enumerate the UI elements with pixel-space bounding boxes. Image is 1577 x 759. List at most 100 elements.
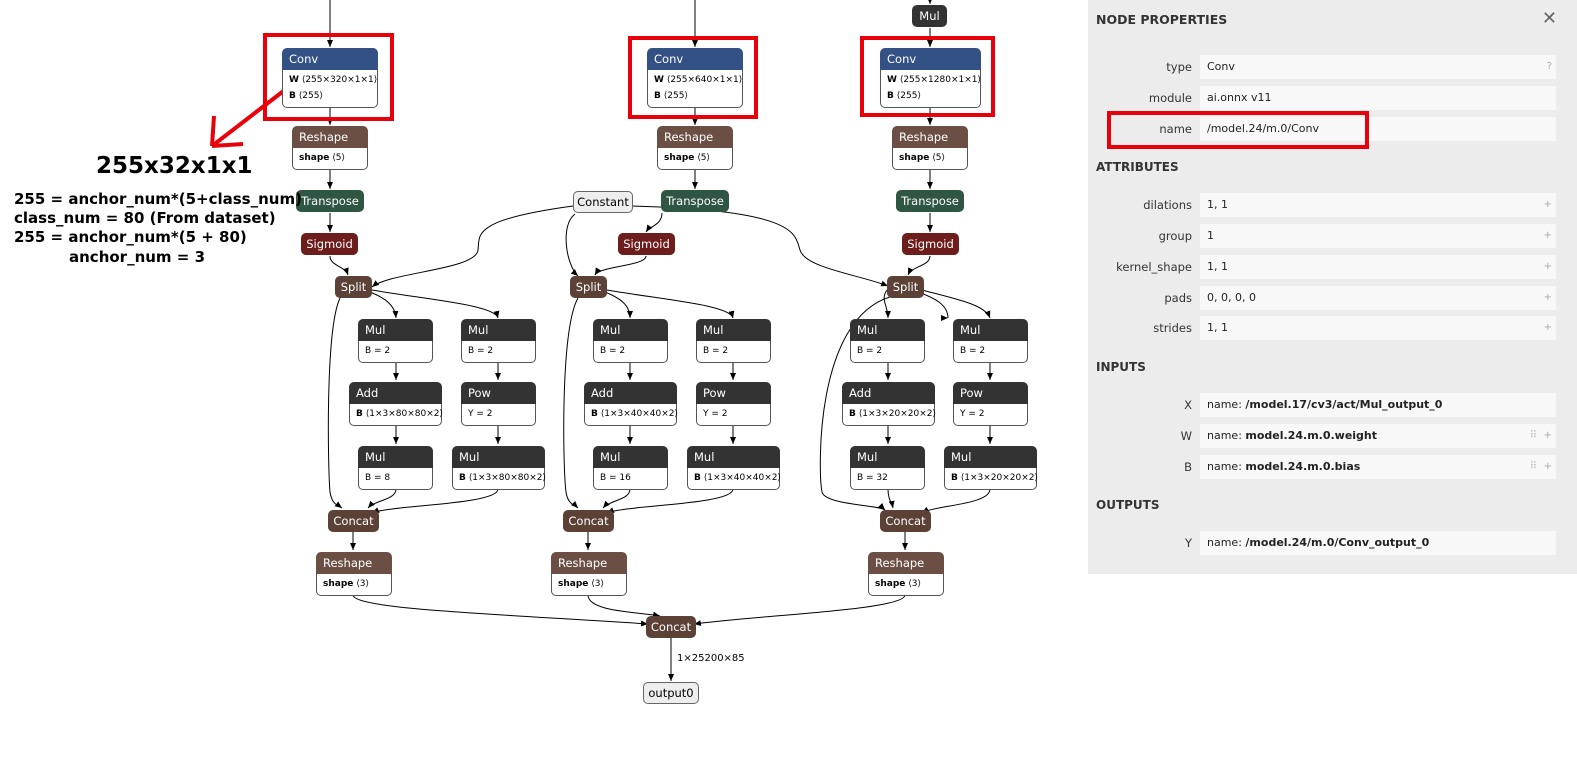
prop-label: module bbox=[1148, 91, 1192, 105]
node-add-c1[interactable]: Add B ⟨1×3×80×80×2⟩ bbox=[349, 382, 443, 426]
node-mul-c2-b[interactable]: Mul B = 2 bbox=[696, 319, 771, 363]
node-conv-1[interactable]: Conv W ⟨255×320×1×1⟩B ⟨255⟩ bbox=[282, 48, 378, 108]
edge bbox=[594, 255, 647, 276]
node-sigmoid-1[interactable]: Sigmoid bbox=[301, 233, 358, 255]
attr-row: group 1 + bbox=[1088, 224, 1577, 248]
node-add-c3[interactable]: Add B ⟨1×3×20×20×2⟩ bbox=[842, 382, 936, 426]
expand-icon[interactable]: + bbox=[1543, 430, 1552, 441]
node-pow-label: Pow bbox=[461, 382, 536, 404]
node-transpose-2[interactable]: Transpose bbox=[661, 190, 729, 212]
output-value[interactable]: name: /model.24/m.0/Conv_output_0 bbox=[1200, 531, 1556, 555]
node-reshape-label: Reshape bbox=[657, 126, 733, 148]
node-mul-c1-a[interactable]: Mul B = 2 bbox=[358, 319, 433, 363]
expand-icon[interactable]: + bbox=[1543, 261, 1552, 272]
node-concat-1[interactable]: Concat bbox=[328, 510, 379, 532]
node-transpose-1[interactable]: Transpose bbox=[296, 190, 364, 212]
node-reshape-5[interactable]: Reshape shape ⟨3⟩ bbox=[551, 552, 627, 596]
help-icon[interactable]: ? bbox=[1546, 61, 1552, 72]
node-mul-c3-c[interactable]: Mul B = 32 bbox=[850, 446, 925, 490]
attr-key: B bbox=[356, 409, 363, 419]
attr-row: kernel_shape 1, 1 + bbox=[1088, 255, 1577, 279]
graph-canvas[interactable]: Mul Conv W ⟨255×320×1×1⟩B ⟨255⟩ Conv W ⟨… bbox=[0, 0, 1088, 759]
node-sigmoid-3[interactable]: Sigmoid bbox=[902, 233, 959, 255]
node-reshape-2[interactable]: Reshape shape ⟨5⟩ bbox=[657, 126, 733, 170]
node-add-c2[interactable]: Add B ⟨1×3×40×40×2⟩ bbox=[584, 382, 678, 426]
annotation-line-4: anchor_num = 3 bbox=[69, 248, 206, 266]
node-mul-attr: B = 2 bbox=[593, 341, 668, 363]
reshape-shape: ⟨5⟩ bbox=[332, 153, 346, 163]
node-sigmoid-2[interactable]: Sigmoid bbox=[618, 233, 675, 255]
grid-icon[interactable]: ⠿ bbox=[1529, 461, 1537, 472]
expand-icon[interactable]: + bbox=[1543, 292, 1552, 303]
node-mul-c2-c[interactable]: Mul B = 16 bbox=[593, 446, 668, 490]
input-value[interactable]: name: /model.17/cv3/act/Mul_output_0 bbox=[1200, 393, 1556, 417]
node-pow-c3[interactable]: Pow Y = 2 bbox=[953, 382, 1028, 426]
edge bbox=[907, 255, 931, 276]
node-mul-c2-a[interactable]: Mul B = 2 bbox=[593, 319, 668, 363]
node-conv-3[interactable]: Conv W ⟨255×1280×1×1⟩B ⟨255⟩ bbox=[880, 48, 981, 108]
prop-value[interactable]: Conv bbox=[1200, 55, 1556, 79]
node-reshape-attrs: shape ⟨5⟩ bbox=[657, 148, 733, 170]
node-concat-label: Concat bbox=[880, 510, 931, 532]
prop-value[interactable]: ai.onnx v11 bbox=[1200, 86, 1556, 110]
node-reshape-6[interactable]: Reshape shape ⟨3⟩ bbox=[868, 552, 944, 596]
node-conv-2[interactable]: Conv W ⟨255×640×1×1⟩B ⟨255⟩ bbox=[647, 48, 743, 108]
node-conv-1-attrs: W ⟨255×320×1×1⟩B ⟨255⟩ bbox=[282, 70, 378, 108]
highlight-conv-1 bbox=[263, 33, 394, 121]
annotation-line-1: 255 = anchor_num*(5+class_num) bbox=[14, 190, 302, 208]
input-value[interactable]: name: model.24.m.0.weight bbox=[1200, 424, 1556, 448]
node-mul-c1-d[interactable]: Mul B ⟨1×3×80×80×2⟩ bbox=[452, 446, 546, 490]
close-icon[interactable]: ✕ bbox=[1541, 8, 1557, 29]
edge bbox=[329, 255, 349, 276]
node-split-label: Split bbox=[887, 276, 924, 298]
node-pow-c2[interactable]: Pow Y = 2 bbox=[696, 382, 771, 426]
node-reshape-4[interactable]: Reshape shape ⟨3⟩ bbox=[316, 552, 392, 596]
node-concat-final[interactable]: Concat bbox=[646, 616, 696, 638]
node-split-2[interactable]: Split bbox=[570, 276, 607, 298]
node-add-label: Add bbox=[584, 382, 677, 404]
attr-value[interactable]: 1, 1 bbox=[1200, 193, 1556, 217]
node-constant[interactable]: Constant bbox=[573, 191, 633, 213]
node-reshape-label: Reshape bbox=[551, 552, 627, 574]
node-transpose-3[interactable]: Transpose bbox=[896, 190, 964, 212]
node-mul-c3-d[interactable]: Mul B ⟨1×3×20×20×2⟩ bbox=[944, 446, 1038, 490]
node-constant-label: Constant bbox=[573, 191, 633, 213]
expand-icon[interactable]: + bbox=[1543, 199, 1552, 210]
attr-key: B bbox=[654, 91, 661, 101]
node-mul-label: Mul bbox=[358, 446, 433, 468]
grid-icon[interactable]: ⠿ bbox=[1529, 430, 1537, 441]
expand-icon[interactable]: + bbox=[1543, 230, 1552, 241]
node-mul-c1-c[interactable]: Mul B = 8 bbox=[358, 446, 433, 490]
node-concat-3[interactable]: Concat bbox=[880, 510, 931, 532]
attr-value[interactable]: 1, 1 bbox=[1200, 316, 1556, 340]
node-mul-top[interactable]: Mul bbox=[912, 5, 947, 27]
node-mul-c3-b[interactable]: Mul B = 2 bbox=[953, 319, 1028, 363]
attr-value[interactable]: 1 bbox=[1200, 224, 1556, 248]
attr-value[interactable]: 0, 0, 0, 0 bbox=[1200, 286, 1556, 310]
node-split-label: Split bbox=[335, 276, 372, 298]
prop-value[interactable]: /model.24/m.0/Conv bbox=[1200, 117, 1556, 141]
node-reshape-1[interactable]: Reshape shape ⟨5⟩ bbox=[292, 126, 368, 170]
node-mul-c1-b[interactable]: Mul B = 2 bbox=[461, 319, 536, 363]
attr-label: group bbox=[1158, 229, 1192, 243]
conv-2-w: ⟨255×640×1×1⟩ bbox=[666, 75, 743, 85]
node-split-1[interactable]: Split bbox=[335, 276, 372, 298]
expand-icon[interactable]: + bbox=[1543, 461, 1552, 472]
expand-icon[interactable]: + bbox=[1543, 322, 1552, 333]
edge bbox=[602, 488, 631, 509]
node-pow-c1[interactable]: Pow Y = 2 bbox=[461, 382, 536, 426]
reshape-shape: ⟨3⟩ bbox=[591, 579, 605, 589]
conv-2-b: ⟨255⟩ bbox=[663, 91, 688, 101]
node-reshape-attrs: shape ⟨5⟩ bbox=[292, 148, 368, 170]
attr-value[interactable]: 1, 1 bbox=[1200, 255, 1556, 279]
output-label: Y bbox=[1184, 536, 1192, 550]
node-concat-2[interactable]: Concat bbox=[563, 510, 614, 532]
input-value[interactable]: name: model.24.m.0.bias bbox=[1200, 455, 1556, 479]
node-split-3[interactable]: Split bbox=[887, 276, 924, 298]
node-mul-label: Mul bbox=[696, 319, 771, 341]
node-reshape-3[interactable]: Reshape shape ⟨5⟩ bbox=[892, 126, 968, 170]
node-mul-c2-d[interactable]: Mul B ⟨1×3×40×40×2⟩ bbox=[687, 446, 781, 490]
node-output[interactable]: output0 bbox=[643, 682, 699, 704]
node-mul-c3-a[interactable]: Mul B = 2 bbox=[850, 319, 925, 363]
section-inputs: INPUTS bbox=[1096, 360, 1146, 374]
